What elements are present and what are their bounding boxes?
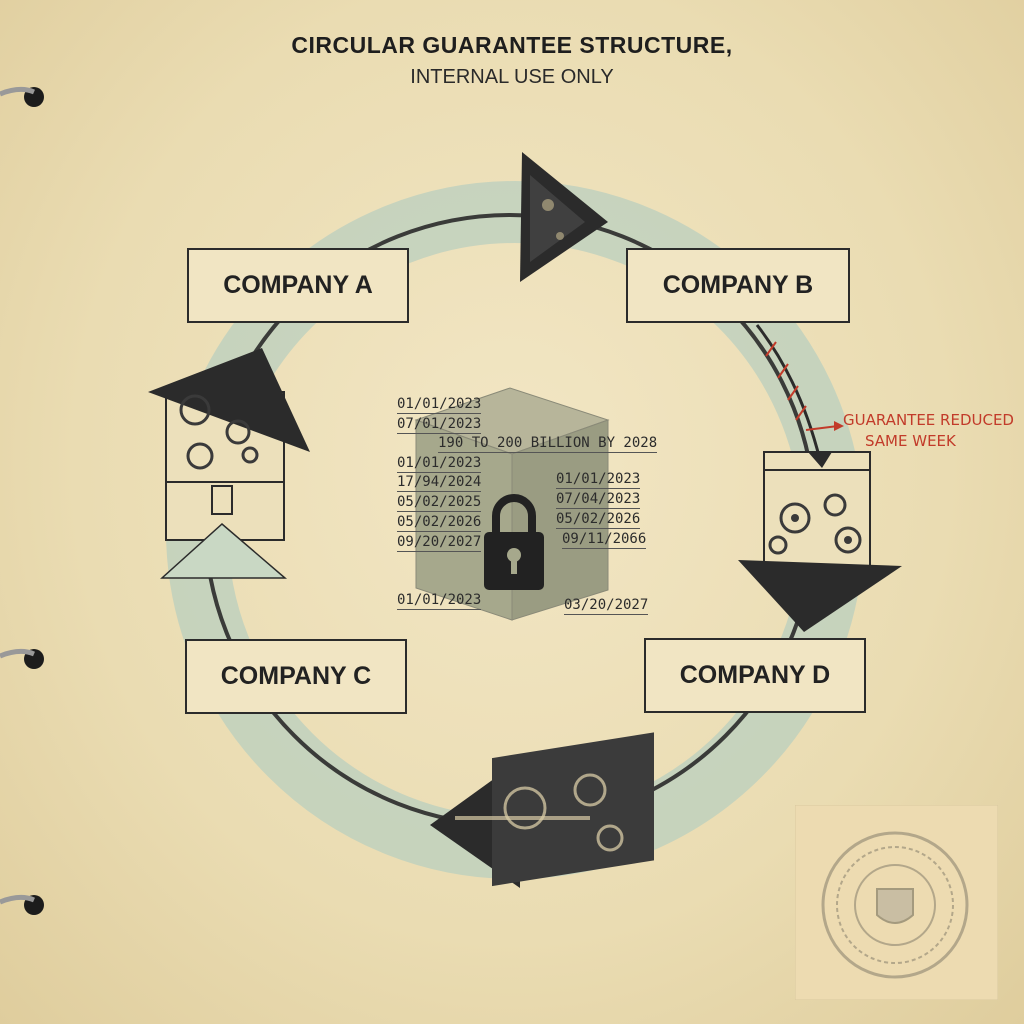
company-d-box: COMPANY D <box>644 638 866 713</box>
company-b-box: COMPANY B <box>626 248 850 323</box>
headline-label: 190 TO 200 BILLION BY 2028 <box>438 435 658 453</box>
date-label: 17/94/2024 <box>397 474 482 492</box>
company-a-box: COMPANY A <box>187 248 409 323</box>
binder-ring-icon <box>0 86 44 107</box>
guarantee-reduced-marker <box>755 324 844 468</box>
guarantee-reduced-note: GUARANTEE REDUCED SAME WEEK <box>843 410 1023 452</box>
date-label: 09/20/2027 <box>397 534 482 552</box>
arrow-b-to-d-icon <box>738 451 902 632</box>
note-line-1: GUARANTEE REDUCED <box>843 411 1014 429</box>
date-label: 05/02/2026 <box>397 514 482 532</box>
date-label: 07/04/2023 <box>556 491 641 509</box>
date-label: 05/02/2025 <box>397 494 482 512</box>
date-label: 01/01/2023 <box>397 396 482 414</box>
binder-ring-icon <box>0 648 44 669</box>
date-label: 01/01/2023 <box>397 455 482 473</box>
document-subtitle: INTERNAL USE ONLY <box>410 66 614 88</box>
binder-ring-icon <box>0 894 44 915</box>
date-label: 09/11/2066 <box>562 531 647 549</box>
company-c-box: COMPANY C <box>185 639 407 714</box>
date-label: 01/01/2023 <box>397 592 482 610</box>
arrow-a-to-b-icon <box>520 152 608 282</box>
arrow-d-to-c-icon <box>430 732 654 888</box>
note-line-2: SAME WEEK <box>865 432 956 450</box>
arrow-c-to-a-icon <box>148 348 310 579</box>
document-title: CIRCULAR GUARANTEE STRUCTURE, <box>291 32 733 58</box>
padlock-icon <box>484 494 544 590</box>
date-label: 01/01/2023 <box>556 471 641 489</box>
date-label: 07/01/2023 <box>397 416 482 434</box>
date-label: 05/02/2026 <box>556 511 641 529</box>
date-label: 03/20/2027 <box>564 597 649 615</box>
official-seal-icon <box>795 805 998 1000</box>
